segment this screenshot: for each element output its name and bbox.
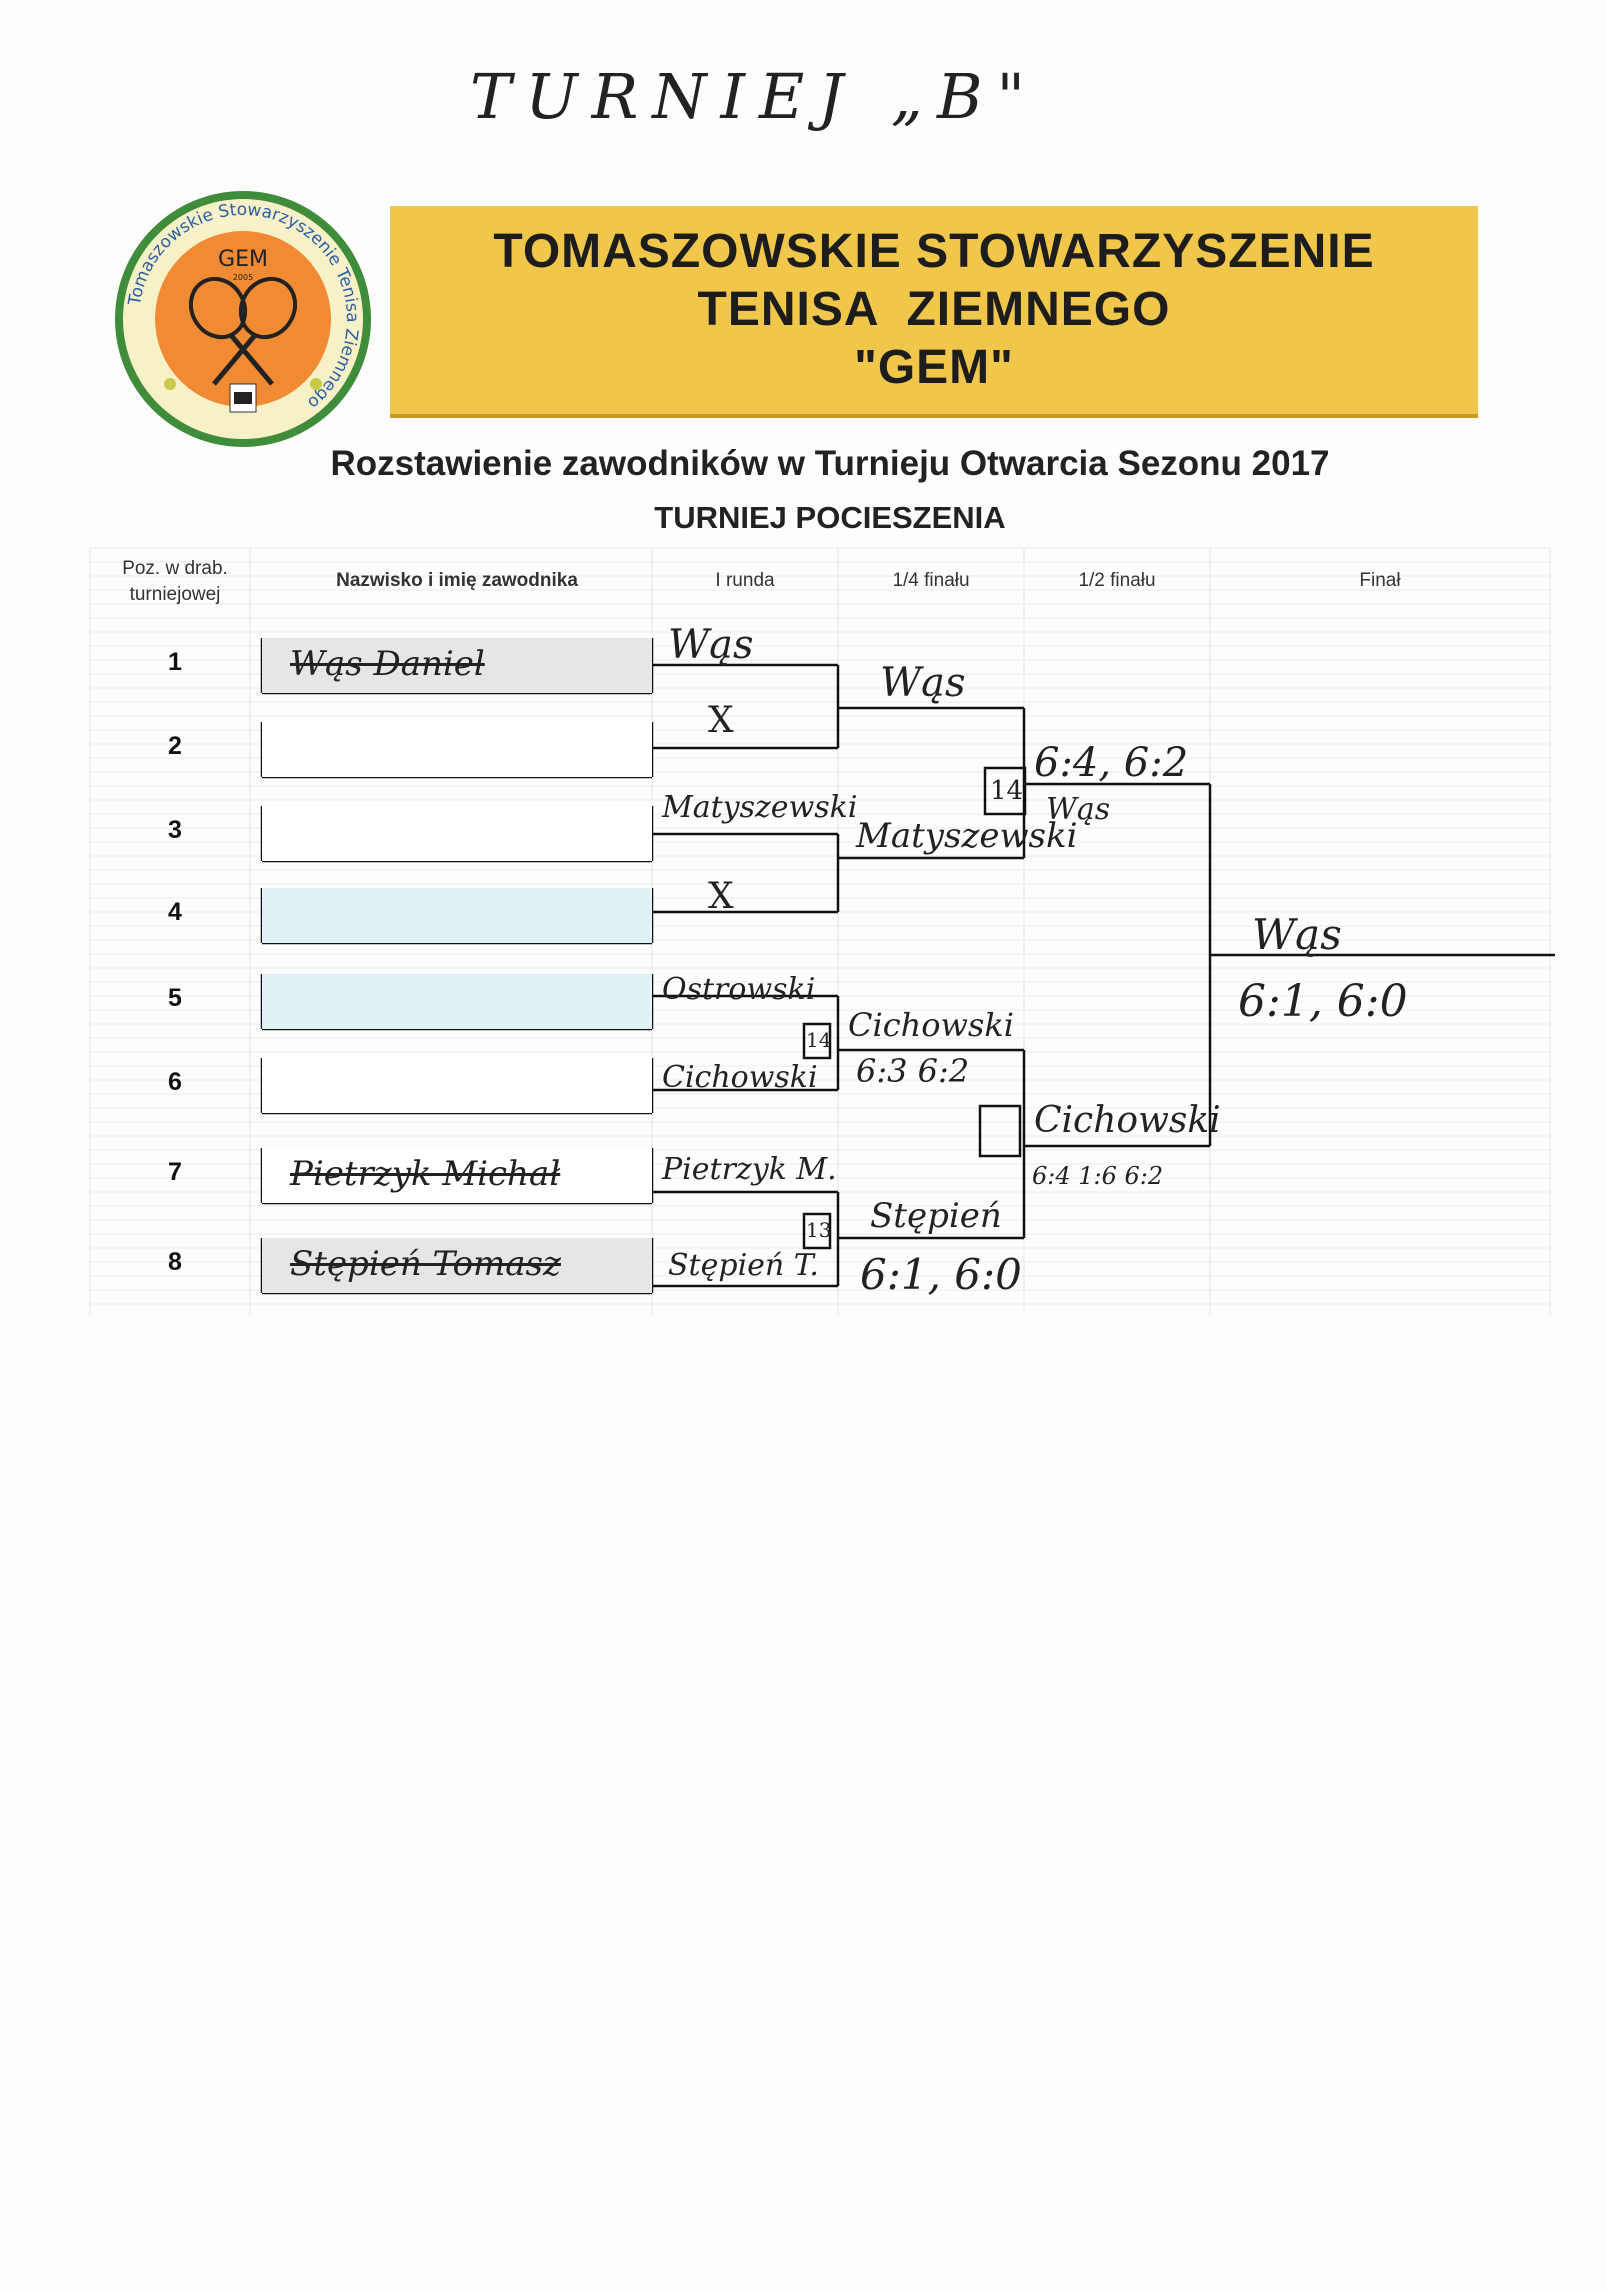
court-box: [978, 1104, 1022, 1158]
position-number: 8: [168, 1248, 182, 1276]
position-header: Poz. w drab. turniejowej: [100, 556, 250, 608]
round1-entry: Ostrowski: [662, 972, 816, 1007]
semi-winner: Cichowski: [1034, 1100, 1221, 1141]
banner-line-3: "GEM": [854, 341, 1014, 394]
position-number: 5: [168, 984, 182, 1012]
bracket-lines: [89, 547, 1555, 1314]
player-name-box: [262, 638, 652, 693]
court-box: [802, 1022, 832, 1060]
quarter-winner: Matyszewski: [856, 816, 1078, 856]
svg-text:GEM: GEM: [218, 247, 268, 272]
quarter-winner: Wąs: [880, 660, 966, 706]
semi-score: 6:4, 6:2: [1034, 740, 1189, 786]
club-banner: TOMASZOWSKIE STOWARZYSZENIE TENISA ZIEMN…: [390, 206, 1478, 418]
sheet-subtitle: TURNIEJ POCIESZENIA: [654, 500, 1006, 535]
quarter-header: 1/4 finału: [892, 570, 970, 591]
player-name-box: [262, 888, 652, 943]
round1-entry: X: [708, 700, 734, 741]
player-name-box: [262, 974, 652, 1029]
court-box: [983, 766, 1027, 816]
round1-entry: Stępień T.: [668, 1248, 819, 1283]
player-name: Wąs Daniel: [290, 644, 485, 684]
position-number: 2: [168, 732, 182, 760]
player-name-box: [262, 1238, 652, 1293]
name-header: Nazwisko i imię zawodnika: [336, 570, 578, 591]
svg-text:2005: 2005: [233, 273, 253, 282]
banner-line-2: TENISA ZIEMNEGO: [697, 283, 1171, 336]
position-header-line2: turniejowej: [129, 584, 221, 605]
round1-header: I runda: [715, 570, 775, 591]
final-score: 6:1, 6:0: [1238, 976, 1408, 1027]
position-number: 1: [168, 648, 182, 676]
semi-header: 1/2 finału: [1078, 570, 1156, 591]
final-winner: Wąs: [1252, 910, 1342, 959]
quarter-winner: Cichowski: [848, 1006, 1014, 1044]
position-number: 6: [168, 1068, 182, 1096]
round1-entry: Cichowski: [662, 1060, 818, 1095]
court-mark: 13: [806, 1218, 832, 1242]
handwritten-title: TURNIEJ „B": [470, 60, 1040, 133]
quarter-score: 6:1, 6:0: [860, 1250, 1022, 1299]
round1-entry: Pietrzyk M.: [662, 1152, 837, 1187]
court-box: [802, 1212, 832, 1250]
position-number: 7: [168, 1158, 182, 1186]
court-mark: 14: [990, 776, 1024, 806]
player-name-box: [262, 806, 652, 861]
player-name-box: [262, 1148, 652, 1203]
semi-score: 6:4 1:6 6:2: [1032, 1162, 1164, 1190]
semi-winner: Wąs: [1046, 792, 1111, 827]
final-header: Finał: [1359, 570, 1401, 591]
court-mark: 14: [806, 1028, 832, 1052]
club-logo: Tomaszowskie Stowarzyszenie Tenisa Ziemn…: [115, 191, 371, 447]
round1-entry: Matyszewski: [662, 790, 858, 825]
position-header-line1: Poz. w drab.: [122, 558, 228, 579]
quarter-score: 6:3 6:2: [856, 1052, 970, 1090]
position-number: 3: [168, 816, 182, 844]
sheet-title: Rozstawienie zawodników w Turnieju Otwar…: [330, 444, 1330, 483]
player-name: Stępień Tomasz: [290, 1244, 561, 1284]
banner-line-1: TOMASZOWSKIE STOWARZYSZENIE: [493, 225, 1375, 278]
player-name-box: [262, 1058, 652, 1113]
round1-entry: X: [708, 876, 734, 917]
round1-entry: Wąs: [668, 622, 754, 668]
player-name-box: [262, 722, 652, 777]
quarter-winner: Stępień: [870, 1196, 1002, 1236]
player-name: Pietrzyk Michał: [290, 1154, 561, 1194]
position-number: 4: [168, 898, 182, 926]
